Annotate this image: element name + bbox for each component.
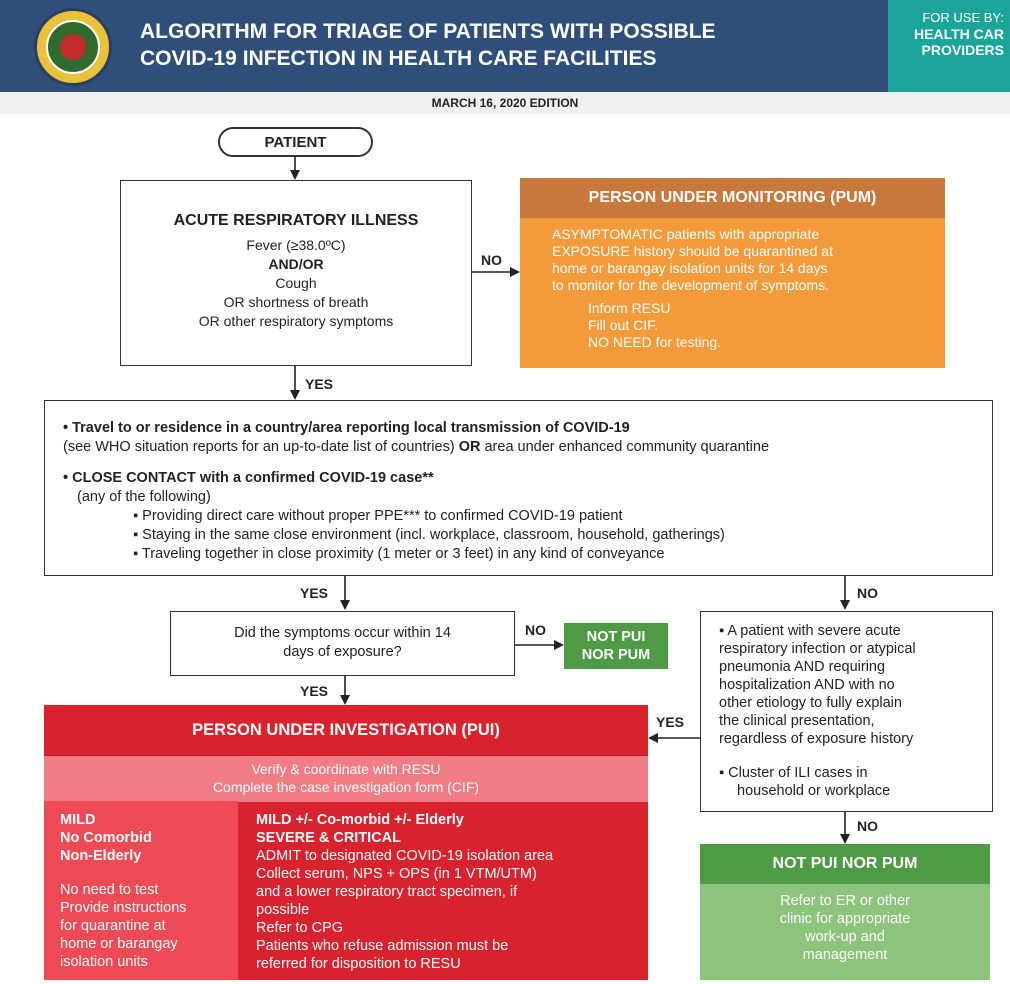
mild-body-1: No need to test xyxy=(60,882,159,898)
exposure-box: • Travel to or residence in a country/ar… xyxy=(44,400,993,576)
cluster-line-1: ▪ Cluster of ILI cases in xyxy=(719,765,868,781)
pui-sub-2: Complete the case investigation form (CI… xyxy=(212,779,480,795)
seal-core xyxy=(60,34,86,60)
yes-label-question: YES xyxy=(300,683,329,699)
mild-body-3: for quarantine at xyxy=(60,918,166,934)
no-label-ari: NO xyxy=(481,252,502,268)
not-pui-big-body-3: work-up and xyxy=(805,929,885,945)
question-line-1: Did the symptoms occur within 14 xyxy=(234,625,451,641)
mild-body-5: isolation units xyxy=(60,954,148,970)
edition-bar xyxy=(0,92,1010,114)
pum-box: PERSON UNDER MONITORING (PUM) ASYMPTOMAT… xyxy=(520,178,945,368)
pui-sub-1: Verify & coordinate with RESU xyxy=(251,761,441,777)
ari-fever: Fever (≥38.0ºC) xyxy=(246,237,346,253)
pum-item-1: Inform RESU xyxy=(588,300,671,316)
severe-body-2: Collect serum, NPS + OPS (in 1 VTM/UTM) xyxy=(256,866,537,882)
not-pui-small-line-1: NOT PUI xyxy=(586,629,646,645)
severe-heading-1: MILD +/- Co-morbid +/- Elderly xyxy=(256,812,464,828)
header-bar xyxy=(0,0,1010,92)
pui-mild-panel: MILD No Comorbid Non-Elderly No need to … xyxy=(44,801,238,980)
title-line-2: COVID-19 INFECTION IN HEALTH CARE FACILI… xyxy=(140,47,657,70)
cluster-line-2: household or workplace xyxy=(737,783,891,799)
pum-body-1: ASYMPTOMATIC patients with appropriate xyxy=(552,226,820,242)
no-label-question: NO xyxy=(525,622,546,638)
symptoms-question-box: Did the symptoms occur within 14 days of… xyxy=(170,611,515,676)
mild-body-4: home or barangay xyxy=(60,936,178,952)
exposure-travel-note: (see WHO situation reports for an up-to-… xyxy=(63,439,770,455)
not-pui-big-title: NOT PUI NOR PUM xyxy=(700,844,990,884)
yes-label-exposure: YES xyxy=(300,585,329,601)
pum-body-2: EXPOSURE history should be quarantined a… xyxy=(552,243,833,259)
no-label-exposure: NO xyxy=(857,585,878,601)
ari-cough: Cough xyxy=(275,275,317,291)
audience-line-1: HEALTH CAR xyxy=(914,26,1004,42)
severe-criteria-box: ▪ A patient with severe acute respirator… xyxy=(700,611,993,812)
severe-line-4: hospitalization AND with no xyxy=(719,677,895,693)
pum-body-4: to monitor for the development of sympto… xyxy=(552,277,830,293)
severe-body-7: referred for disposition to RESU xyxy=(256,956,461,972)
not-pui-big-body-4: management xyxy=(802,947,888,963)
ari-box: ACUTE RESPIRATORY ILLNESS Fever (≥38.0ºC… xyxy=(120,180,472,366)
mild-heading-2: No Comorbid xyxy=(60,830,152,846)
pui-severe-panel: MILD +/- Co-morbid +/- Elderly SEVERE & … xyxy=(240,801,648,980)
audience-panel: FOR USE BY: HEALTH CAR PROVIDERS xyxy=(888,0,1010,92)
severe-heading-2: SEVERE & CRITICAL xyxy=(256,830,402,846)
ari-andor: AND/OR xyxy=(268,256,324,272)
ari-title: ACUTE RESPIRATORY ILLNESS xyxy=(173,212,419,229)
pui-title: PERSON UNDER INVESTIGATION (PUI) xyxy=(44,705,648,756)
severe-body-4: possible xyxy=(256,902,310,918)
not-pui-big-box: NOT PUI NOR PUM Refer to ER or other cli… xyxy=(700,844,990,980)
no-label-severe: NO xyxy=(857,818,878,834)
severe-line-2: respiratory infection or atypical xyxy=(719,641,916,657)
pum-body-3: home or barangay isolation units for 14 … xyxy=(552,260,828,276)
patient-label: PATIENT xyxy=(264,134,327,151)
ari-other: OR other respiratory symptoms xyxy=(198,313,394,329)
not-pui-big-body-1: Refer to ER or other xyxy=(780,893,910,909)
mild-body-2: Provide instructions xyxy=(60,900,187,916)
pui-box: PERSON UNDER INVESTIGATION (PUI) Verify … xyxy=(44,705,648,980)
mild-heading-1: MILD xyxy=(60,812,96,828)
audience-line-2: PROVIDERS xyxy=(921,42,1004,58)
for-use-label: FOR USE BY: xyxy=(922,10,1004,25)
not-pui-small-line-2: NOR PUM xyxy=(581,647,651,663)
yes-label-ari: YES xyxy=(305,376,334,392)
severe-line-7: regardless of exposure history xyxy=(719,731,914,747)
severe-line-5: other etiology to fully explain xyxy=(719,695,902,711)
edition-label: MARCH 16, 2020 EDITION xyxy=(431,96,579,110)
question-line-2: days of exposure? xyxy=(283,644,402,660)
severe-line-1: ▪ A patient with severe acute xyxy=(719,623,901,639)
page-title: ALGORITHM FOR TRIAGE OF PATIENTS WITH PO… xyxy=(140,18,840,72)
severe-body-6: Patients who refuse admission must be xyxy=(256,938,509,954)
severe-line-3: pneumonia AND requiring xyxy=(719,659,886,675)
patient-node: PATIENT xyxy=(218,127,373,157)
mild-heading-3: Non-Elderly xyxy=(60,848,142,864)
severe-body-1: ADMIT to designated COVID-19 isolation a… xyxy=(256,848,554,864)
not-pui-small-box: NOT PUI NOR PUM xyxy=(564,623,668,669)
yes-label-severe: YES xyxy=(656,714,685,730)
pum-item-3: NO NEED for testing. xyxy=(588,334,722,350)
ari-sob: OR shortness of breath xyxy=(223,294,369,310)
exposure-contact-note: (any of the following) xyxy=(77,489,211,505)
pum-item-2: Fill out CIF. xyxy=(588,317,659,333)
title-line-1: ALGORITHM FOR TRIAGE OF PATIENTS WITH PO… xyxy=(140,20,716,43)
exposure-bullet-travel: • Travel to or residence in a country/ar… xyxy=(63,420,630,436)
exposure-bullet-contact: • CLOSE CONTACT with a confirmed COVID-1… xyxy=(63,470,434,486)
pum-title: PERSON UNDER MONITORING (PUM) xyxy=(520,178,945,218)
exposure-sub-2: ▪ Staying in the same close environment … xyxy=(133,527,725,543)
severe-body-5: Refer to CPG xyxy=(256,920,344,936)
severe-body-3: and a lower respiratory tract specimen, … xyxy=(256,884,518,900)
exposure-sub-3: ▪ Traveling together in close proximity … xyxy=(133,546,665,562)
exposure-sub-1: ▪ Providing direct care without proper P… xyxy=(133,508,623,524)
severe-line-6: the clinical presentation, xyxy=(719,713,875,729)
not-pui-big-body-2: clinic for appropriate xyxy=(779,911,911,927)
